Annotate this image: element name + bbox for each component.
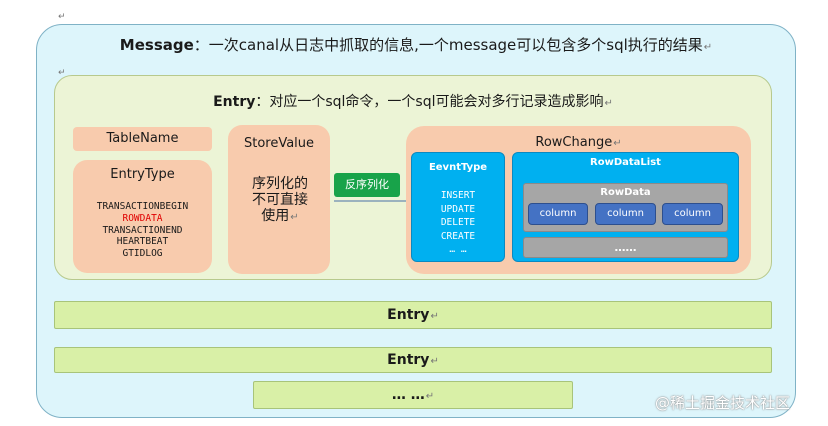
storevalue-desc-text: 使用 (261, 208, 290, 224)
entrytype-title: EntryType (110, 167, 175, 182)
eventtype-item: DELETE (440, 217, 476, 228)
rowdatalist-title: RowDataList (590, 157, 661, 168)
eventtype-box (411, 152, 505, 262)
storevalue-desc-line-last: 使用↵ (240, 208, 320, 226)
paragraph-mark: ↵ (58, 12, 66, 22)
eventtype-item: … … (449, 244, 467, 255)
paragraph-mark: ↵ (613, 138, 622, 149)
eventtype-list: INSERT UPDATE DELETE CREATE … … (411, 189, 505, 257)
message-title: Message：一次canal从日志中抓取的信息,一个message可以包含多个… (36, 34, 796, 55)
paragraph-mark: ↵ (58, 68, 66, 78)
message-title-desc: ：一次canal从日志中抓取的信息,一个message可以包含多个sql执行的结… (193, 36, 703, 54)
entry-bar: Entry↵ (54, 301, 772, 329)
storevalue-desc-line: 序列化的 (252, 176, 308, 192)
entrytype-list: TRANSACTIONBEGIN ROWDATA TRANSACTIONEND … (73, 201, 212, 260)
storevalue-desc-line: 不可直接 (252, 192, 308, 208)
entry-bar-label: Entry (387, 352, 430, 368)
entrytype-item: TRANSACTIONEND (102, 224, 183, 236)
eventtype-item: CREATE (440, 230, 476, 242)
message-title-keyword: Message (119, 36, 194, 54)
storevalue-title: StoreValue (243, 136, 315, 151)
paragraph-mark: ↵ (430, 311, 439, 322)
rowchange-title: RowChange↵ (406, 135, 751, 150)
paragraph-mark: ↵ (604, 98, 613, 109)
entrytype-item-highlight: ROWDATA (122, 212, 163, 224)
storevalue-desc: 序列化的 不可直接 使用↵ (240, 176, 320, 226)
paragraph-mark: ↵ (703, 42, 713, 53)
eventtype-item: UPDATE (440, 203, 476, 215)
more-entries-bar: … …↵ (253, 381, 573, 409)
column-box: column (528, 203, 588, 225)
entry-title-desc: ：对应一个sql命令，一个sql可能会对多行记录造成影响 (255, 94, 604, 110)
entry-title-keyword: Entry (213, 94, 256, 110)
entrytype-item: TRANSACTIONBEGIN (96, 201, 189, 212)
watermark: @稀土掘金技术社区 (655, 394, 791, 412)
eventtype-item: INSERT (440, 190, 476, 201)
more-entries-label: … … (391, 387, 425, 403)
entrytype-item: HEARTBEAT (116, 236, 169, 248)
entry-bar: Entry↵ (54, 347, 772, 373)
paragraph-mark: ↵ (430, 356, 439, 367)
entrytype-item: GTIDLOG (122, 248, 163, 260)
column-box: column (662, 203, 723, 225)
entry-title: Entry：对应一个sql命令，一个sql可能会对多行记录造成影响↵ (54, 91, 772, 111)
rowdata-more: …… (523, 237, 728, 258)
eventtype-title: EevntType (428, 162, 488, 173)
paragraph-mark: ↵ (425, 391, 435, 402)
arrow-right-icon (334, 197, 414, 205)
paragraph-mark: ↵ (290, 212, 299, 223)
tablename-box: TableName (73, 127, 212, 151)
storevalue-box (228, 125, 330, 274)
entry-bar-label: Entry (387, 307, 430, 323)
rowchange-title-text: RowChange (535, 135, 613, 150)
rowdata-title: RowData (600, 187, 651, 198)
column-box: column (595, 203, 656, 225)
entrytype-box (73, 160, 212, 273)
deserialize-label: 反序列化 (334, 173, 400, 197)
